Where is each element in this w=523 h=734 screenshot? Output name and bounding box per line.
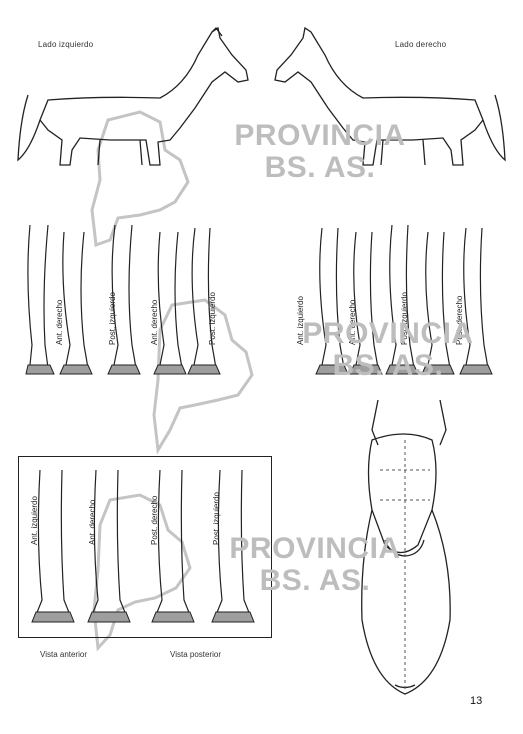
leg-label-left-1: Ant. derecho <box>55 300 64 345</box>
box-label-3: Post. derecho <box>150 496 159 545</box>
watermark-line2: BS. AS. <box>200 152 440 184</box>
watermark-line1: PROVINCIA <box>195 533 435 565</box>
right-side-tag: Lado derecho <box>395 40 446 49</box>
watermark-line2: BS. AS. <box>268 350 508 382</box>
leg-label-left-3: Ant. derecho <box>150 300 159 345</box>
caption-back-view: Vista posterior <box>170 650 221 659</box>
watermark-middle: PROVINCIA BS. AS. <box>268 318 508 382</box>
watermark-line2: BS. AS. <box>195 565 435 597</box>
leg-set-left <box>28 225 216 368</box>
leg-label-left-4: Post. izquierdo <box>208 292 217 345</box>
watermark-top: PROVINCIA BS. AS. <box>200 120 440 184</box>
box-label-1: Ant. izquierdo <box>30 496 39 545</box>
box-label-2: Ant. derecho <box>88 500 97 545</box>
left-side-tag: Lado izquierdo <box>38 40 93 49</box>
hooves-left <box>26 365 220 374</box>
watermark-bottom: PROVINCIA BS. AS. <box>195 533 435 597</box>
caption-front-view: Vista anterior <box>40 650 87 659</box>
watermark-line1: PROVINCIA <box>268 318 508 350</box>
watermark-line1: PROVINCIA <box>200 120 440 152</box>
leg-label-left-2: Post. izquierdo <box>108 292 117 345</box>
page-number: 13 <box>470 695 482 707</box>
